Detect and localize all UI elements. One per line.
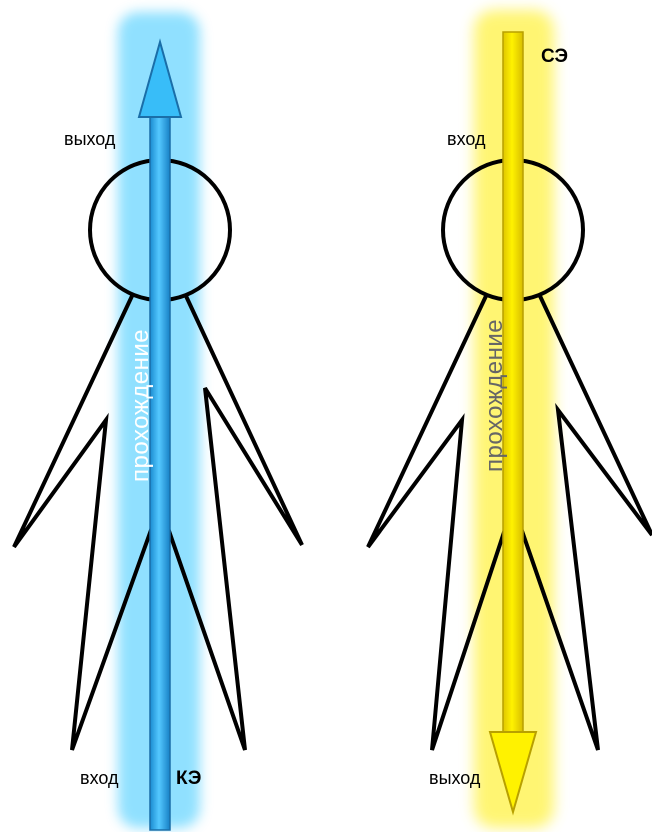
right-energy-label: СЭ <box>541 46 568 67</box>
right-bottom-label: выход <box>429 768 481 788</box>
left-energy-label: КЭ <box>176 768 201 789</box>
right-top-label: вход <box>447 129 486 149</box>
left-flow-label: прохождение <box>127 329 154 482</box>
left-top-label: выход <box>64 129 116 149</box>
right-figure: прохождение вход выход СЭ <box>368 10 652 828</box>
left-figure: прохождение выход вход КЭ <box>14 12 302 830</box>
left-bottom-label: вход <box>80 768 119 788</box>
right-flow-label: прохождение <box>481 319 508 472</box>
